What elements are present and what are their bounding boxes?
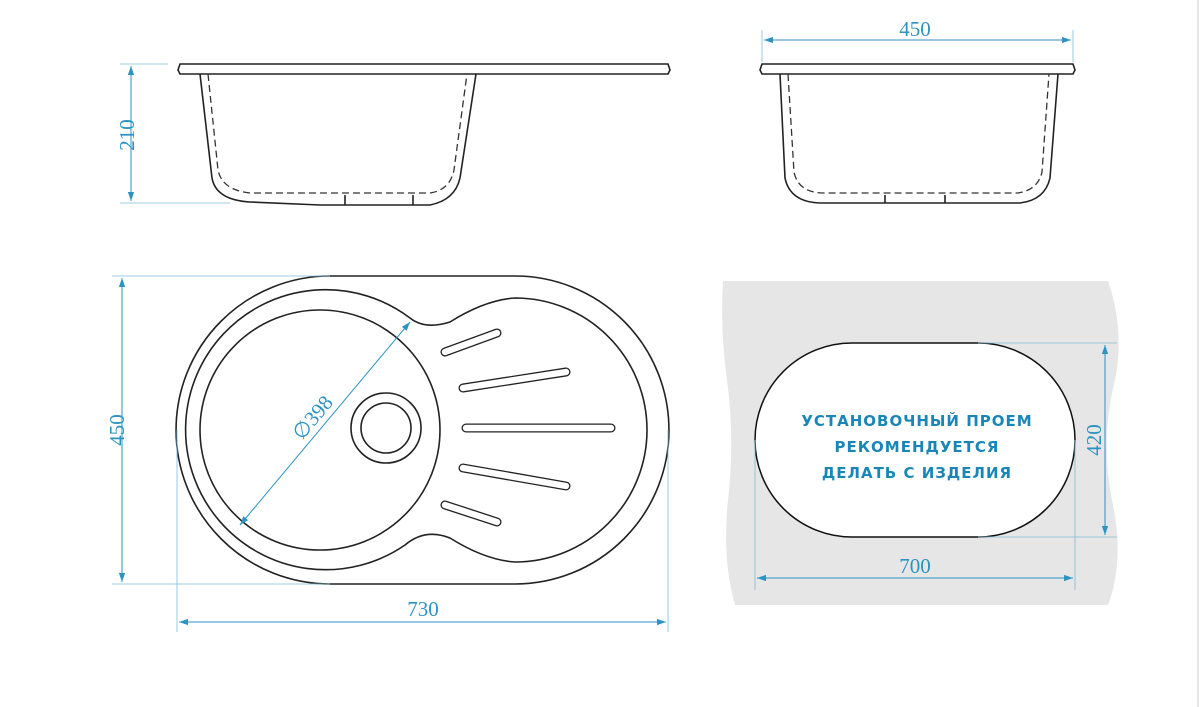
dimension-line-diameter: [239, 321, 411, 526]
dimension-label-cutout-depth: 420: [1082, 424, 1106, 456]
cutout-note-line-3: ДЕЛАТЬ С ИЗДЕЛИЯ: [822, 464, 1012, 482]
bowl-outer: [779, 73, 1059, 204]
dimension-label-width: 450: [899, 17, 931, 41]
dimension-label-cutout-width: 700: [899, 554, 931, 578]
countertop-rim: [759, 63, 1076, 75]
dimension-label-height: 210: [115, 119, 139, 151]
bowl-outer: [199, 73, 477, 206]
side-view-short: 450: [759, 17, 1076, 204]
bowl-circle: [199, 309, 441, 551]
drainboard-outline: [184, 288, 648, 571]
sink-outline: [175, 275, 670, 585]
bowl-inner: [787, 73, 1050, 194]
bowl-inner: [207, 73, 468, 194]
cutout-note-line-1: УСТАНОВОЧНЫЙ ПРОЕМ: [801, 411, 1032, 430]
countertop-rim: [177, 63, 671, 75]
cutout-note-line-2: РЕКОМЕНДУЕТСЯ: [835, 438, 1000, 456]
dimension-label-depth: 450: [105, 414, 129, 446]
top-view: ∅398 450 730: [105, 275, 670, 632]
side-view-long: 210: [115, 63, 671, 206]
drain-inner: [360, 402, 412, 454]
dimension-label-length: 730: [407, 597, 439, 621]
drainboard-ribs: [440, 328, 616, 527]
cutout-template: УСТАНОВОЧНЫЙ ПРОЕМ РЕКОМЕНДУЕТСЯ ДЕЛАТЬ …: [722, 281, 1119, 605]
